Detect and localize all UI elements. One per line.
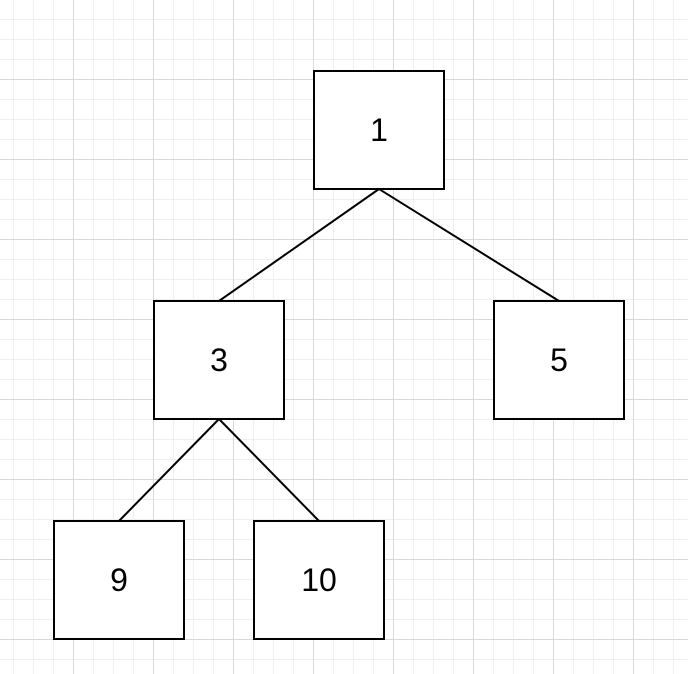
- node-label: 3: [210, 341, 228, 378]
- node-label: 5: [550, 341, 568, 378]
- node-label: 10: [301, 561, 337, 598]
- edge-node-1-to-node-3: [218, 188, 380, 302]
- tree-node-1: 1: [313, 70, 445, 190]
- tree-node-9: 9: [53, 520, 185, 640]
- tree-node-5: 5: [493, 300, 625, 420]
- node-label: 1: [370, 111, 388, 148]
- edge-node-3-to-node-9: [118, 418, 220, 522]
- edge-node-3-to-node-10: [218, 418, 320, 522]
- tree-node-10: 10: [253, 520, 385, 640]
- node-label: 9: [110, 561, 128, 598]
- tree-node-3: 3: [153, 300, 285, 420]
- edge-node-1-to-node-5: [378, 188, 560, 302]
